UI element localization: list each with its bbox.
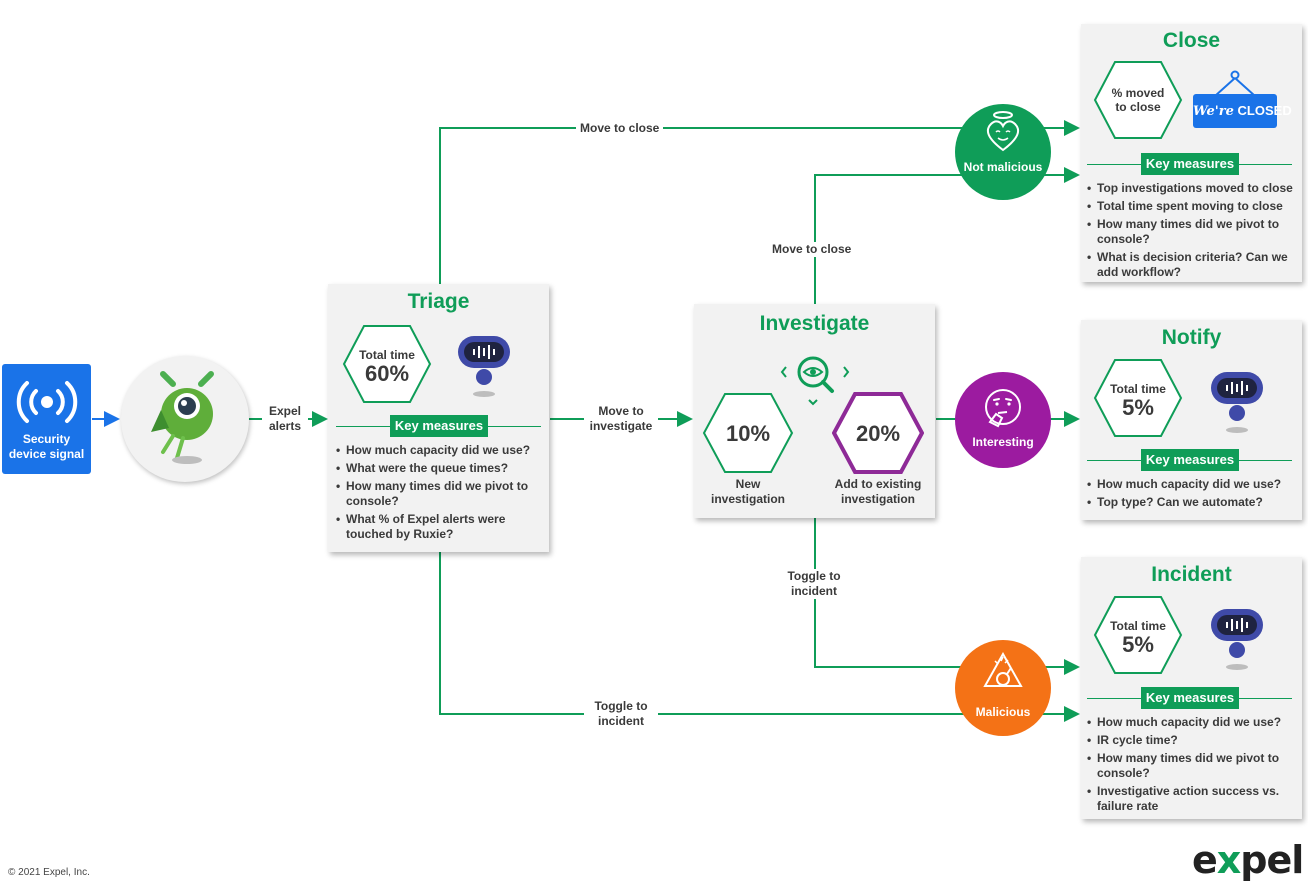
- alert-bot-icon: [151, 371, 214, 464]
- thinking-face-icon: [985, 389, 1021, 428]
- incident-key-measures-badge: Key measures: [1141, 687, 1239, 709]
- close-panel: Close % moved to close We're CLOSED Key …: [1081, 24, 1302, 282]
- incident-panel: Incident Total time 5% Key measures How …: [1081, 557, 1302, 819]
- wireless-signal-icon: [16, 381, 78, 423]
- interesting-label: Interesting: [972, 435, 1034, 449]
- close-title: Close: [1162, 29, 1221, 52]
- bomb-warning-icon: [983, 652, 1023, 687]
- not-malicious-label: Not malicious: [963, 160, 1043, 174]
- add-existing-hexagon: 20%: [832, 392, 924, 474]
- triage-hexagon: Total time 60%: [342, 324, 432, 404]
- copyright: © 2021 Expel, Inc.: [8, 867, 90, 878]
- notify-hexagon: Total time 5%: [1093, 358, 1183, 438]
- edge-label-move-to-close-mid: Move to close: [768, 242, 856, 257]
- list-item: Top type? Can we automate?: [1087, 495, 1299, 510]
- edge-label-expel-alerts: Expel alerts: [262, 404, 308, 434]
- list-item: Top investigations moved to close: [1087, 181, 1299, 196]
- malicious-label: Malicious: [975, 705, 1031, 719]
- triage-hex-label: Total time: [359, 348, 415, 362]
- interesting-circle: Interesting: [955, 372, 1051, 468]
- close-hexagon: % moved to close: [1093, 60, 1183, 140]
- edge-label-toggle-to-incident-mid: Toggle to incident: [778, 569, 850, 599]
- triage-measures-list: How much capacity did we use? What were …: [336, 443, 542, 545]
- magnifier-eye-icon: [780, 356, 850, 406]
- incident-hex-label: Total time: [1110, 619, 1166, 633]
- list-item: How many times did we pivot to console?: [336, 479, 542, 509]
- edge-label-toggle-to-incident-bottom: Toggle to incident: [584, 699, 658, 729]
- close-key-measures-badge: Key measures: [1141, 153, 1239, 175]
- add-existing-label: Add to existing investigation: [834, 477, 922, 506]
- list-item: How much capacity did we use?: [336, 443, 542, 458]
- closed-sign-icon: We're CLOSED: [1193, 70, 1292, 128]
- close-hex-label: % moved to close: [1111, 86, 1165, 114]
- close-measures-list: Top investigations moved to close Total …: [1087, 181, 1299, 283]
- investigate-title: Investigate: [759, 312, 870, 335]
- list-item: What is decision criteria? Can we add wo…: [1087, 250, 1299, 280]
- new-investigation-value: 10%: [725, 421, 771, 446]
- list-item: Total time spent moving to close: [1087, 199, 1299, 214]
- notify-hex-label: Total time: [1110, 382, 1166, 396]
- notify-key-measures-badge: Key measures: [1141, 449, 1239, 471]
- malicious-circle: Malicious: [955, 640, 1051, 736]
- new-investigation-label: New investigation: [710, 477, 785, 506]
- list-item: How many times did we pivot to console?: [1087, 751, 1299, 781]
- notify-panel: Notify Total time 5% Key measures How mu…: [1081, 320, 1302, 520]
- list-item: IR cycle time?: [1087, 733, 1299, 748]
- expel-logo: expel: [1192, 838, 1304, 882]
- add-existing-value: 20%: [855, 421, 901, 446]
- triage-key-measures-badge: Key measures: [390, 415, 488, 437]
- list-item: How much capacity did we use?: [1087, 715, 1299, 730]
- notify-measures-list: How much capacity did we use? Top type? …: [1087, 477, 1299, 513]
- ruxie-bot-icon: [458, 336, 510, 397]
- angel-heart-icon: [986, 111, 1020, 152]
- investigate-panel: Investigate 10% New investigation 20% Ad…: [694, 304, 935, 518]
- security-device-signal: Security device signal: [2, 364, 91, 474]
- list-item: How many times did we pivot to console?: [1087, 217, 1299, 247]
- ruxie-bot-icon: [1211, 609, 1263, 670]
- list-item: How much capacity did we use?: [1087, 477, 1299, 492]
- alert-bot-circle: [121, 356, 249, 482]
- incident-measures-list: How much capacity did we use? IR cycle t…: [1087, 715, 1299, 817]
- edge-label-move-to-investigate: Move to investigate: [584, 404, 658, 434]
- triage-title: Triage: [407, 290, 470, 313]
- triage-hex-value: 60%: [364, 361, 410, 386]
- triage-panel: Triage Total time 60% Key measures How m…: [328, 284, 549, 552]
- list-item: Investigative action success vs. failure…: [1087, 784, 1299, 814]
- ruxie-bot-icon: [1211, 372, 1263, 433]
- incident-hex-value: 5%: [1122, 632, 1154, 657]
- notify-hex-value: 5%: [1122, 395, 1154, 420]
- edge-label-move-to-close-top: Move to close: [576, 121, 664, 136]
- list-item: What % of Expel alerts were touched by R…: [336, 512, 542, 542]
- incident-title: Incident: [1151, 563, 1232, 586]
- list-item: What were the queue times?: [336, 461, 542, 476]
- not-malicious-circle: Not malicious: [955, 104, 1051, 200]
- new-investigation-hexagon: 10%: [702, 392, 794, 474]
- signal-label: Security device signal: [8, 432, 85, 461]
- incident-hexagon: Total time 5%: [1093, 595, 1183, 675]
- sign-text-were: We're: [1193, 104, 1234, 119]
- notify-title: Notify: [1161, 326, 1222, 349]
- sign-text-closed: CLOSED: [1237, 103, 1292, 118]
